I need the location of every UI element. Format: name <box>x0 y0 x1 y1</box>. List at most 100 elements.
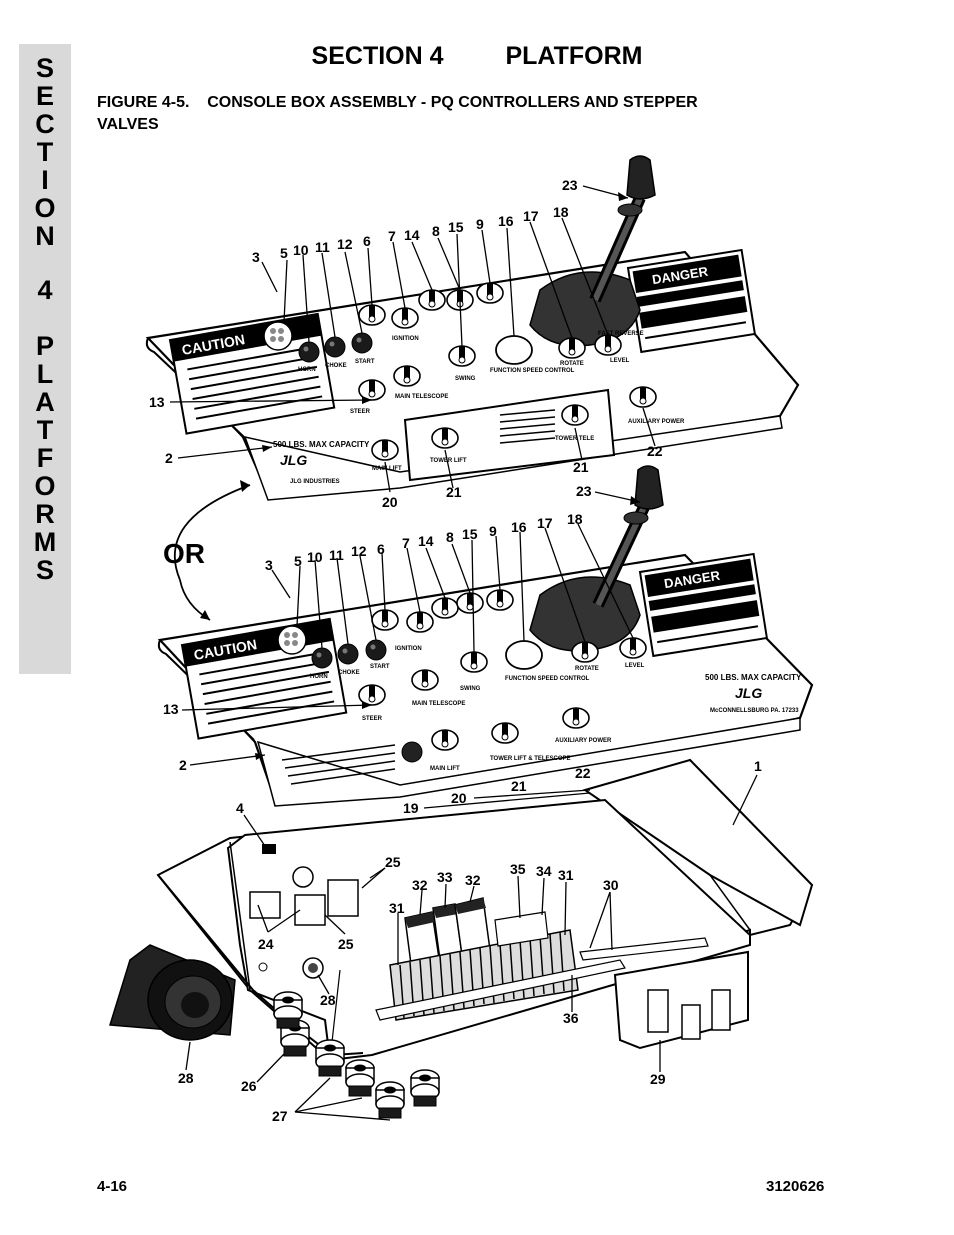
tower-lift-telescope-label-bottom: TOWER LIFT & TELESCOPE <box>490 756 571 762</box>
rotate-label-bottom: ROTATE <box>575 666 599 672</box>
choke-label-top: CHOKE <box>325 363 347 369</box>
callout-label: 31 <box>558 867 574 883</box>
swing-label-top: SWING <box>455 376 476 382</box>
callout-label: 4 <box>236 800 244 816</box>
tab-letter: S <box>35 53 54 83</box>
steer-label-bottom: STEER <box>362 716 383 722</box>
callout-label: 15 <box>448 219 464 235</box>
callout-label: 9 <box>476 216 484 232</box>
control-panel-top: CAUTION DANGER <box>145 155 800 501</box>
callout-label: 32 <box>465 872 481 888</box>
tab-letter: 4 <box>37 275 53 305</box>
figure-caption-line1: FIGURE 4-5. CONSOLE BOX ASSEMBLY - PQ CO… <box>97 94 698 111</box>
callout-label: 28 <box>320 992 336 1008</box>
callout-label: 20 <box>382 494 398 510</box>
tower-tele-label-top: TOWER TELE <box>555 436 594 442</box>
tab-letter: O <box>34 193 56 223</box>
or-label: OR <box>163 538 205 569</box>
tab-letter: O <box>34 471 56 501</box>
callout-label: 9 <box>489 523 497 539</box>
callout-label: 13 <box>163 701 179 717</box>
callout-label: 18 <box>553 204 569 220</box>
tab-letter: M <box>33 527 57 557</box>
callout-label: 19 <box>403 800 419 816</box>
brand-label-bottom: JLG <box>735 685 762 701</box>
auxiliary-power-label-bottom: AUXILIARY POWER <box>555 738 612 744</box>
rotate-label-top: ROTATE <box>560 361 584 367</box>
callout-label: 23 <box>562 177 578 193</box>
callout-label: 15 <box>462 526 478 542</box>
tab-letter: T <box>36 415 54 445</box>
section-number: SECTION 4 <box>311 42 444 70</box>
tab-letter: S <box>35 555 54 585</box>
callout-label: 14 <box>404 227 420 243</box>
callout-label: 5 <box>294 553 302 569</box>
level-label-top: LEVEL <box>610 358 630 364</box>
capacity-label-bottom: 500 LBS. MAX CAPACITY <box>705 673 802 682</box>
level-label-bottom: LEVEL <box>625 663 645 669</box>
main-lift-label-top: MAIN LIFT <box>372 466 402 472</box>
start-label-bottom: START <box>370 664 390 670</box>
main-telescope-label-bottom: MAIN TELESCOPE <box>412 701 465 707</box>
fast-reverse-label-top: FAST REVERSE <box>598 331 644 337</box>
callout-label: 14 <box>418 533 434 549</box>
choke-label-bottom: CHOKE <box>338 670 360 676</box>
leader-lines <box>169 185 758 1121</box>
start-label-top: START <box>355 359 375 365</box>
callout-label: 21 <box>446 484 462 500</box>
callout-label: 27 <box>272 1108 288 1124</box>
section-side-tab: S E C T I O N 4 P L A T F O R M S <box>19 44 71 674</box>
callout-label: 18 <box>567 511 583 527</box>
callout-label: 8 <box>432 223 440 239</box>
callout-label: 10 <box>307 549 323 565</box>
callout-label: 2 <box>179 757 187 773</box>
callout-label: 7 <box>402 535 410 551</box>
function-speed-label-top: FUNCTION SPEED CONTROL <box>490 368 575 374</box>
steer-label-top: STEER <box>350 409 371 415</box>
callout-label: 24 <box>258 936 274 952</box>
swing-label-bottom: SWING <box>460 686 481 692</box>
callout-label: 11 <box>315 239 330 255</box>
callout-label: 32 <box>412 877 428 893</box>
tab-letter: A <box>35 387 55 417</box>
brand-label-top: JLG <box>280 452 307 468</box>
tab-letter: F <box>36 443 54 473</box>
callout-label: 8 <box>446 529 454 545</box>
callout-label: 16 <box>511 519 527 535</box>
capacity-label-top: 500 LBS. MAX CAPACITY <box>273 440 370 449</box>
callout-label: 31 <box>389 900 405 916</box>
callout-label: 2 <box>165 450 173 466</box>
callout-label: 12 <box>351 543 367 559</box>
function-speed-label-bottom: FUNCTION SPEED CONTROL <box>505 676 590 682</box>
callout-label: 30 <box>603 877 619 893</box>
callout-label: 21 <box>573 459 589 475</box>
callout-label: 11 <box>329 547 344 563</box>
callout-label: 6 <box>363 233 371 249</box>
callout-label: 22 <box>647 443 663 459</box>
callout-label: 3 <box>265 557 273 573</box>
callout-label: 16 <box>498 213 514 229</box>
callout-label: 26 <box>241 1078 257 1094</box>
callout-label: 35 <box>510 861 526 877</box>
tab-letter: I <box>41 165 49 195</box>
callout-label: 28 <box>178 1070 194 1086</box>
auxiliary-power-label-top: AUXILIARY POWER <box>628 419 685 425</box>
tab-letter: N <box>35 221 55 251</box>
tab-letter: E <box>35 81 54 111</box>
maker-city-label-bottom: McCONNELLSBURG PA. 17233 <box>710 708 799 714</box>
callout-label: 10 <box>293 242 309 258</box>
callout-label: 23 <box>576 483 592 499</box>
callout-label: 13 <box>149 394 165 410</box>
page-title: SECTION 4 PLATFORM <box>0 42 954 71</box>
callouts-top: 23 3 5 10 11 12 6 7 14 8 15 9 16 17 18 1… <box>149 177 663 510</box>
or-arrow-up <box>173 484 251 581</box>
callouts-box: 4 25 24 25 32 33 32 35 34 31 31 30 28 36… <box>178 800 666 1124</box>
main-telescope-label-top: MAIN TELESCOPE <box>395 394 448 400</box>
console-box <box>109 758 814 1119</box>
callout-label: 17 <box>537 515 553 531</box>
tab-letter: T <box>36 137 54 167</box>
document-number: 3120626 <box>766 1178 825 1195</box>
main-lift-label-bottom: MAIN LIFT <box>430 766 460 772</box>
callout-label: 21 <box>511 778 527 794</box>
